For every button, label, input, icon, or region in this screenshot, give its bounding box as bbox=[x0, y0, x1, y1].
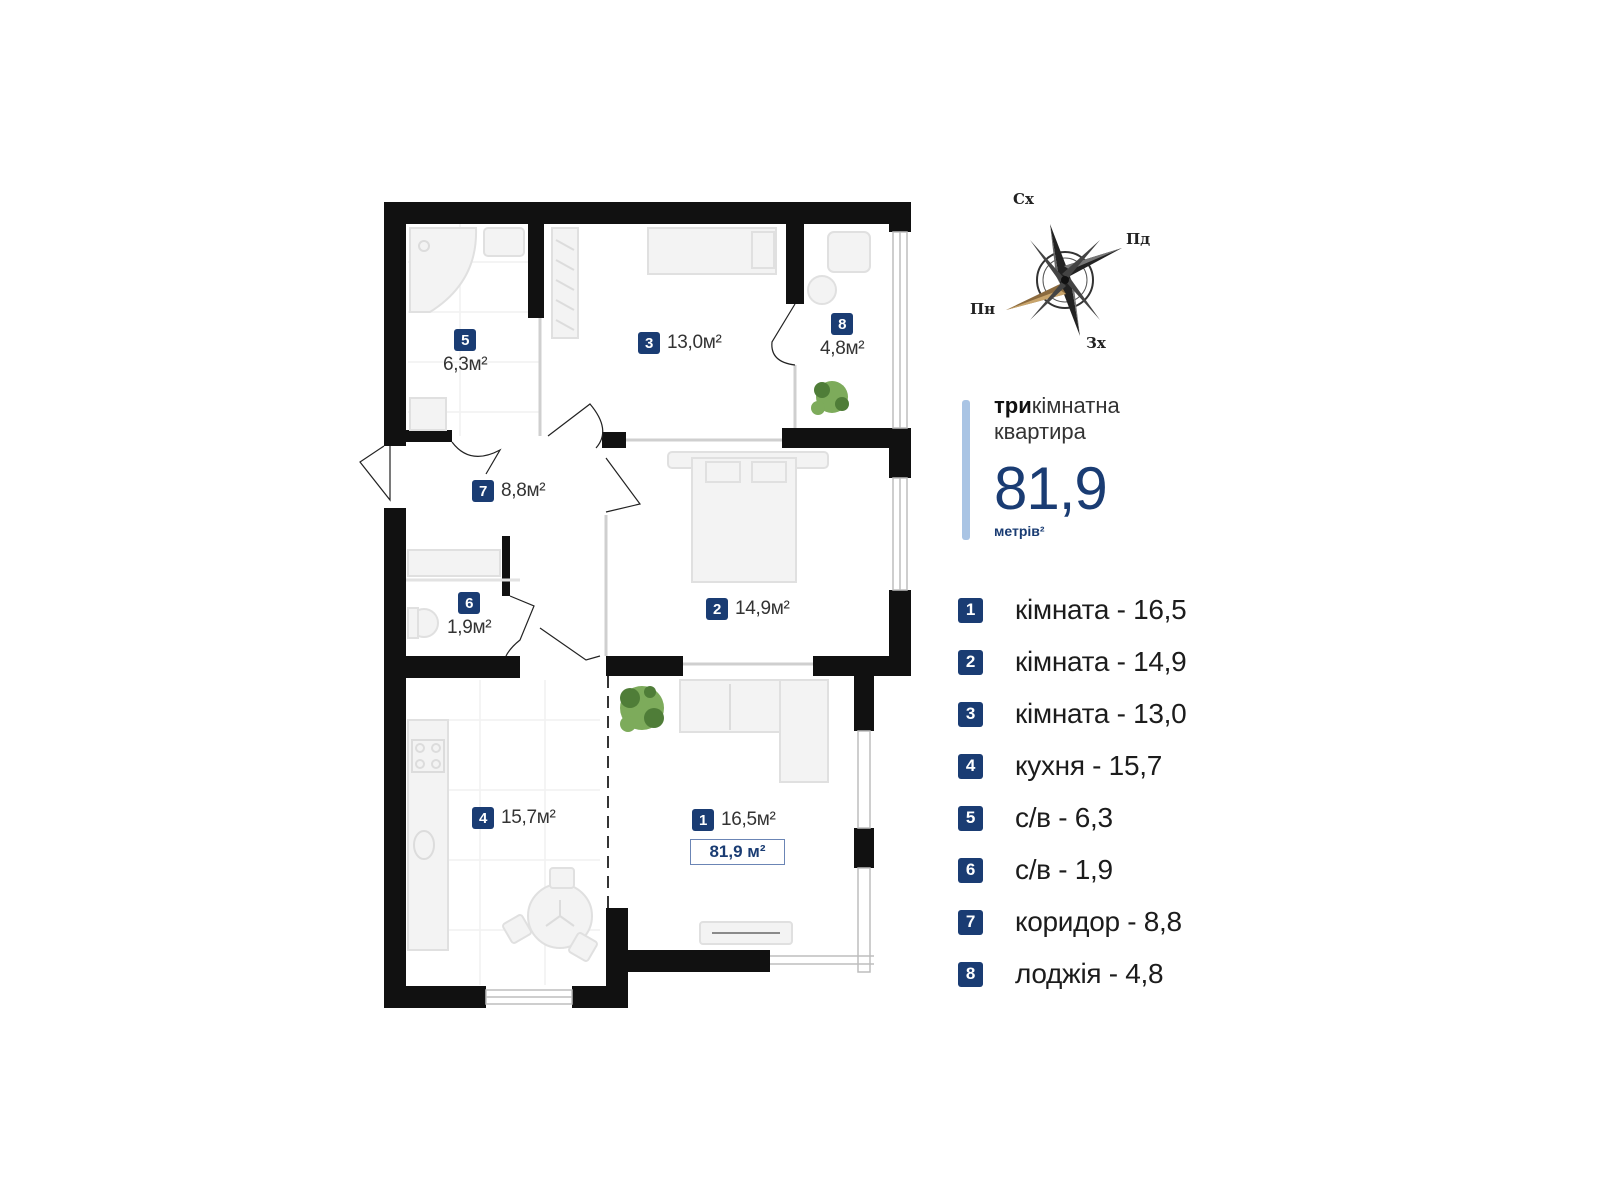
room-label-4: 4 15,7м² bbox=[472, 807, 556, 829]
room-badge: 2 bbox=[706, 598, 728, 620]
room-area: 16,5м² bbox=[721, 809, 776, 830]
legend-label: кухня - 15,7 bbox=[1015, 750, 1162, 781]
legend-badge: 6 bbox=[958, 857, 983, 883]
legend-item: 6 с/в - 1,9 bbox=[958, 844, 1186, 896]
apartment-type-bold: три bbox=[994, 393, 1032, 418]
windows bbox=[485, 231, 908, 1005]
room-legend: 1 кімната - 16,5 2 кімната - 14,9 3 кімн… bbox=[958, 584, 1187, 1000]
room-label-7: 7 8,8м² bbox=[472, 480, 546, 502]
apartment-type-rest: кімнатна bbox=[1031, 393, 1120, 418]
legend-item: 2 кімната - 14,9 bbox=[958, 636, 1187, 688]
room-badge: 1 bbox=[692, 809, 714, 831]
room-label-6: 6 1,9м² bbox=[447, 592, 492, 639]
total-area-box: 81,9 м² bbox=[690, 839, 785, 865]
room-area: 14,9м² bbox=[735, 598, 790, 619]
room-label-3: 3 13,0м² bbox=[638, 332, 722, 354]
room-area: 8,8м² bbox=[501, 480, 546, 501]
legend-item: 7 коридор - 8,8 bbox=[958, 896, 1186, 948]
compass-label-west: Пн bbox=[970, 300, 996, 318]
room-label-8: 8 4,8м² bbox=[820, 313, 865, 360]
compass-label-north: Сх bbox=[1013, 190, 1034, 208]
legend-item: 8 лоджія - 4,8 bbox=[958, 948, 1186, 1000]
partitions bbox=[406, 318, 813, 908]
legend-item: 5 с/в - 6,3 bbox=[958, 792, 1186, 844]
legend-badge: 3 bbox=[958, 701, 983, 727]
apartment-area-unit: метрів² bbox=[994, 523, 1045, 539]
legend-label: с/в - 6,3 bbox=[1015, 802, 1113, 833]
compass-label-south: Зх bbox=[1086, 334, 1106, 352]
legend-item: 3 кімната - 13,0 bbox=[958, 688, 1187, 740]
legend-badge: 2 bbox=[958, 649, 983, 675]
room-label-5: 5 6,3м² bbox=[443, 329, 488, 376]
legend-label: кімната - 13,0 bbox=[1015, 698, 1187, 729]
legend-badge: 5 bbox=[958, 805, 983, 831]
room-badge: 8 bbox=[831, 313, 854, 335]
apartment-type: трикімнатна квартира bbox=[994, 393, 1120, 445]
room-area: 15,7м² bbox=[501, 807, 556, 828]
room-area: 1,9м² bbox=[447, 617, 492, 638]
plant-loggia bbox=[811, 381, 849, 415]
legend-item: 1 кімната - 16,5 bbox=[958, 584, 1187, 636]
apartment-area-value: 81,9 bbox=[994, 455, 1108, 522]
legend-badge: 8 bbox=[958, 961, 983, 987]
compass-rose-icon bbox=[1006, 224, 1122, 336]
room-badge: 6 bbox=[458, 592, 481, 614]
legend-label: кімната - 16,5 bbox=[1015, 594, 1187, 625]
legend-label: лоджія - 4,8 bbox=[1015, 958, 1164, 989]
legend-label: коридор - 8,8 bbox=[1015, 906, 1182, 937]
room-label-2: 2 14,9м² bbox=[706, 598, 790, 620]
plant-living bbox=[620, 686, 664, 732]
room-badge: 7 bbox=[472, 480, 494, 502]
accent-bar bbox=[962, 400, 970, 540]
apartment-type-line2: квартира bbox=[994, 419, 1086, 444]
room-area: 4,8м² bbox=[820, 338, 865, 359]
room-badge: 4 bbox=[472, 807, 494, 829]
legend-item: 4 кухня - 15,7 bbox=[958, 740, 1186, 792]
room-badge: 3 bbox=[638, 332, 660, 354]
legend-badge: 1 bbox=[958, 597, 983, 623]
plants bbox=[620, 381, 849, 732]
legend-badge: 4 bbox=[958, 753, 983, 779]
doors bbox=[359, 303, 796, 661]
walls bbox=[384, 202, 911, 1008]
room-area: 6,3м² bbox=[443, 354, 488, 375]
legend-label: кімната - 14,9 bbox=[1015, 646, 1187, 677]
legend-label: с/в - 1,9 bbox=[1015, 854, 1113, 885]
room-badge: 5 bbox=[454, 329, 477, 351]
furniture bbox=[407, 227, 871, 962]
compass-label-east: Пд bbox=[1126, 230, 1151, 248]
legend-badge: 7 bbox=[958, 909, 983, 935]
room-label-1: 1 16,5м² bbox=[692, 809, 776, 831]
room-area: 13,0м² bbox=[667, 332, 722, 353]
